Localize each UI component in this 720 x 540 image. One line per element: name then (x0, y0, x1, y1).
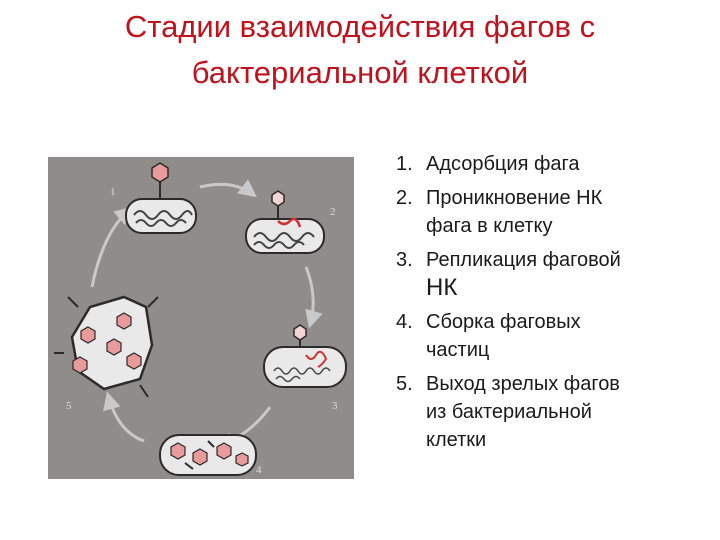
stage-number-3: 3 (332, 400, 338, 412)
stages-list: 1. Адсорбция фага 2. Проникновение НК фа… (396, 150, 716, 460)
slide-title: Стадии взаимодействия фагов с бактериаль… (20, 4, 700, 96)
stage-1-cell (126, 163, 196, 233)
stage-item-text-cont: из бактериальной (426, 398, 716, 426)
phage-cycle-diagram: 1 2 3 4 5 (48, 157, 354, 479)
arrow-4-to-5 (108, 395, 144, 441)
stage-item-4: 4. Сборка фаговых частиц (396, 308, 716, 364)
stage-2-cell (246, 191, 324, 253)
stage-item-number: 1. (396, 150, 413, 178)
stage-item-number: 5. (396, 370, 413, 398)
stage-item-number: 3. (396, 246, 413, 274)
stage-item-text: Проникновение НК (426, 184, 716, 212)
arrow-5-to-1 (92, 209, 130, 287)
stage-item-text-cont: фага в клетку (426, 212, 716, 240)
stage-number-1: 1 (110, 186, 116, 198)
stage-item-5: 5. Выход зрелых фагов из бактериальной к… (396, 370, 716, 454)
stage-item-1: 1. Адсорбция фага (396, 150, 716, 178)
arrow-1-to-2 (200, 184, 254, 195)
stage-item-text: Сборка фаговых (426, 308, 716, 336)
stage-5-cell (54, 297, 158, 397)
stage-item-text-cont: НК (426, 274, 716, 302)
phage-cycle-svg: 1 2 3 4 5 (48, 157, 354, 479)
title-line-1: Стадии взаимодействия фагов с (20, 4, 700, 50)
stage-3-cell (264, 325, 346, 387)
stage-4-cell (160, 435, 256, 475)
stage-item-text-cont: частиц (426, 336, 716, 364)
stage-item-text-cont: клетки (426, 426, 716, 454)
stage-number-4: 4 (256, 464, 262, 476)
stage-number-2: 2 (330, 206, 336, 218)
stage-item-2: 2. Проникновение НК фага в клетку (396, 184, 716, 240)
stage-number-5: 5 (66, 400, 72, 412)
stage-item-3: 3. Репликация фаговой НК (396, 246, 716, 302)
stage-item-number: 4. (396, 308, 413, 336)
stage-item-number: 2. (396, 184, 413, 212)
stage-item-text: Репликация фаговой (426, 246, 716, 274)
stage-item-text: Адсорбция фага (426, 153, 580, 175)
stage-item-text: Выход зрелых фагов (426, 370, 716, 398)
arrow-2-to-3 (306, 267, 313, 325)
title-line-2: бактериальной клеткой (20, 50, 700, 96)
